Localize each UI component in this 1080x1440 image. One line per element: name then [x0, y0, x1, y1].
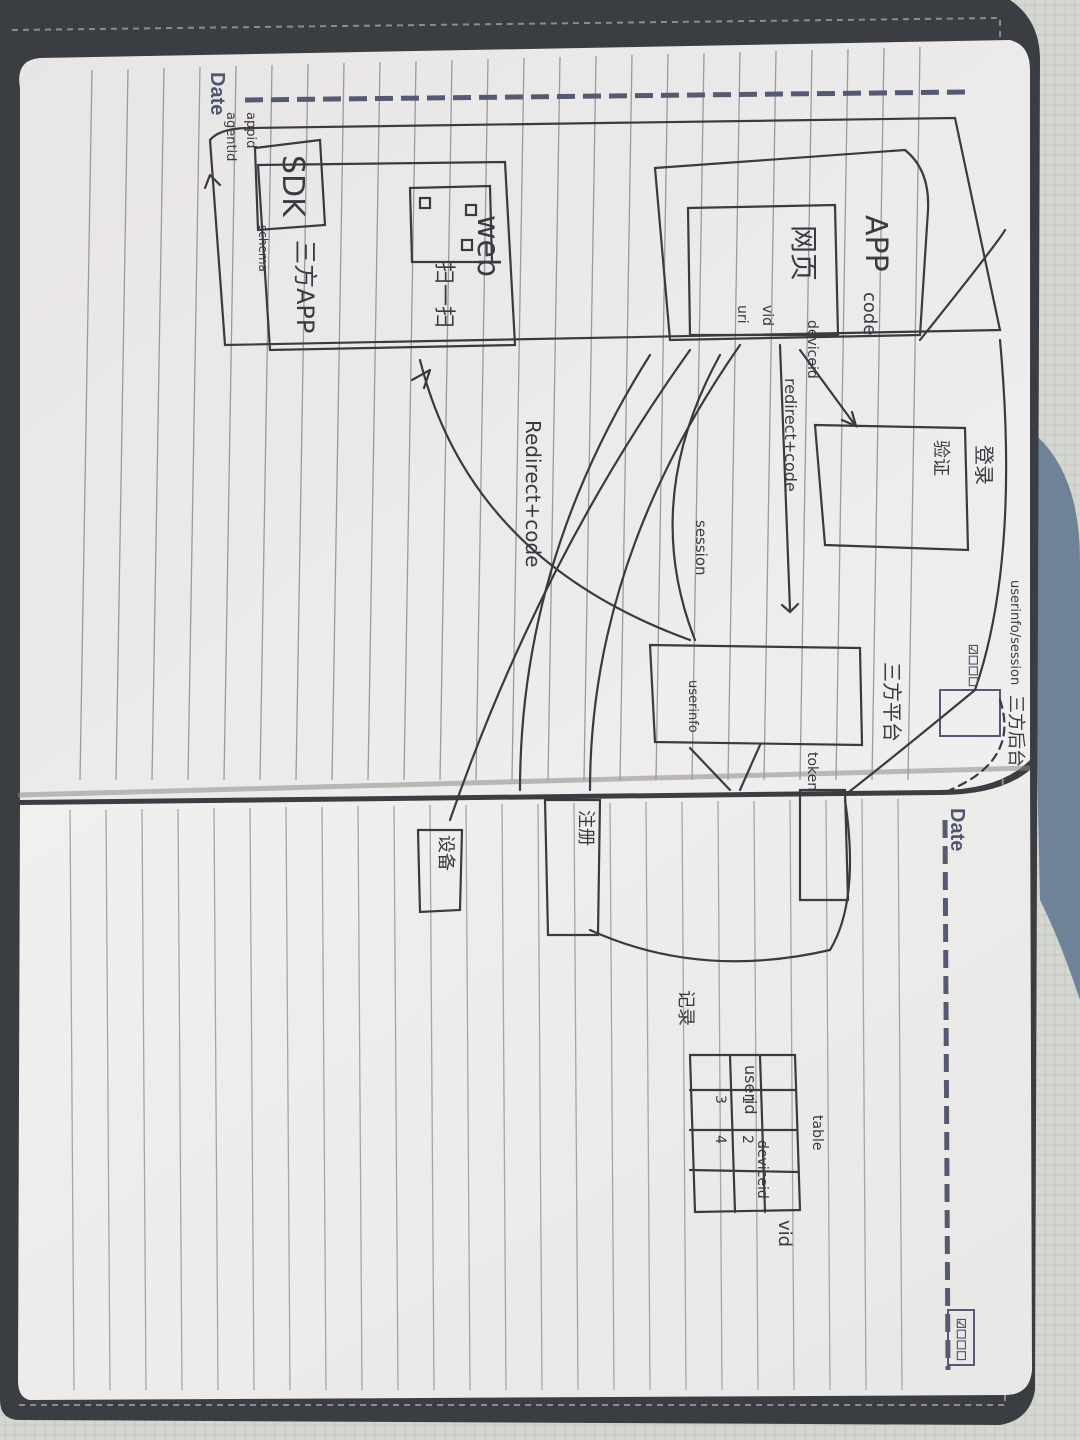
notebook-page-bottom	[18, 770, 1032, 1400]
table-cell-2: 2	[739, 1135, 755, 1144]
sketch-label-session: session	[692, 520, 710, 576]
sketch-label-userinfo: userinfo	[685, 680, 700, 733]
sketch-label-third-backend: 三方后台	[1005, 695, 1026, 767]
spine-shadow	[17, 765, 1031, 798]
table-cell-1: 1	[739, 1095, 755, 1104]
sketch-label-redirect-code: redirect+code	[781, 378, 800, 492]
sketch-label-uri: uri	[734, 305, 750, 324]
jeans	[1030, 430, 1080, 1000]
page-marker-bottom-text: ☑☐☐☐	[954, 1318, 968, 1362]
sketch-page-label: 网页	[787, 225, 820, 282]
date-bar-top	[244, 89, 966, 103]
sketch-label-code: code	[859, 292, 880, 336]
date-bar-bottom	[942, 819, 951, 1371]
table-header-userid: userid	[741, 1065, 760, 1115]
sketch-web-label: web	[470, 215, 505, 278]
sketch-label-record: 记录	[675, 990, 696, 1026]
sketch-label-appid: appid	[243, 112, 258, 149]
sketch-app-label: APP	[858, 215, 893, 272]
sketch-label-schema: schema	[256, 225, 270, 272]
sketch-sdk-label: SDK	[275, 155, 310, 217]
table-header-vid: vid	[774, 1220, 795, 1248]
sketch-label-vid: vid	[759, 305, 775, 327]
sketch-label-login: 登录	[972, 445, 996, 485]
app-box	[653, 148, 930, 342]
web-box	[256, 160, 517, 352]
sketch-label-device: 设备	[435, 835, 456, 871]
page-marker-top	[939, 689, 1001, 737]
table-cell-3: 3	[712, 1095, 728, 1104]
sdk-box	[253, 138, 327, 232]
sketch-label-userinfo-session: userinfo/session	[1007, 580, 1022, 686]
verify-box	[813, 423, 970, 552]
ruled-lines-bottom	[69, 798, 903, 1391]
sketch-label-table: table	[809, 1115, 825, 1151]
page-box	[686, 203, 840, 337]
sketch-label-deviceid: deviceid	[804, 320, 820, 379]
sketch-label-register: 注册	[575, 810, 596, 846]
sketch-label-redirect-code-2: Redirect+code	[521, 420, 545, 568]
sketch-scan-label: 扫一扫	[431, 262, 456, 329]
sketch-ink	[203, 116, 1008, 1214]
sketch-label-token: token	[804, 752, 820, 792]
sketch-label-agentid: agentid	[223, 112, 238, 162]
table-cell-4: 4	[712, 1135, 728, 1144]
date-label-top: Date	[206, 72, 228, 116]
sketch-label-third-platform: 三方平台	[880, 662, 904, 742]
table-header-deviceid: deviceid	[754, 1140, 770, 1199]
page-marker-bottom	[947, 1309, 975, 1366]
page-marker-top-text: ☑☐☐☐	[966, 644, 980, 688]
device-box	[416, 828, 464, 914]
sketch-label-verify: 验证	[930, 440, 951, 476]
date-label-bottom: Date	[946, 808, 968, 852]
session-box	[648, 643, 864, 747]
register-box	[543, 798, 602, 937]
qr-box	[408, 184, 494, 264]
sketch-third-app-label: 三方APP	[291, 240, 319, 334]
ruled-lines-top	[79, 46, 921, 781]
record-table	[688, 1053, 802, 1214]
